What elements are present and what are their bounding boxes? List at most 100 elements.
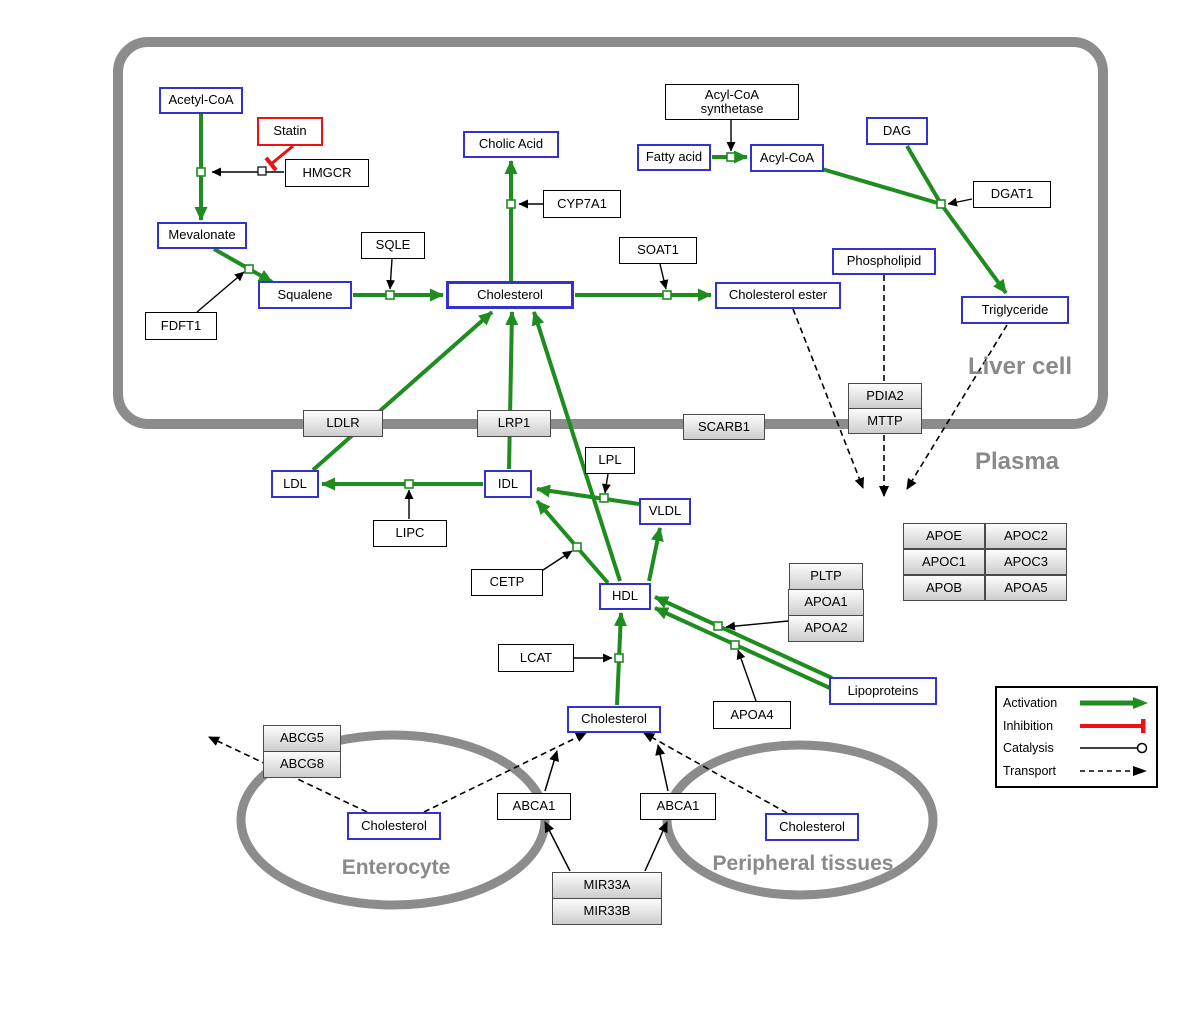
reaction-anchor	[506, 199, 516, 209]
edge-hdl-to-idl	[535, 499, 610, 585]
node-pltp[interactable]: PLTP	[789, 562, 863, 590]
node-soat1[interactable]: SOAT1	[619, 236, 697, 264]
edge-enterocyte-cholesterol-excretion	[208, 736, 368, 813]
node-abca1-enterocyte[interactable]: ABCA1	[497, 792, 571, 820]
edge-dgat1-catalysis	[947, 197, 973, 207]
node-cholic-acid[interactable]: Cholic Acid	[463, 130, 559, 158]
edge-statin-inhibits-hmgcr	[264, 144, 294, 172]
edge-abca1-enterocyte-to-transport	[544, 750, 559, 792]
node-dag[interactable]: DAG	[866, 117, 928, 145]
node-scarb1[interactable]: SCARB1	[683, 414, 765, 440]
node-mir33a[interactable]: MIR33A	[552, 871, 662, 899]
legend-transport-label: Transport	[1003, 763, 1057, 778]
edge-hdl-to-vldl	[647, 527, 664, 582]
legend-row-inhibition: Inhibition	[1003, 716, 1150, 736]
node-cholesterol-peripheral[interactable]: Cholesterol	[765, 813, 859, 841]
legend: Activation Inhibition Catalysis Transpor…	[995, 686, 1158, 788]
legend-row-transport: Transport	[1003, 761, 1150, 781]
node-lipoproteins[interactable]: Lipoproteins	[829, 677, 937, 705]
edge-cetp-catalysis	[539, 550, 573, 573]
edge-triglyceride-secretion	[906, 324, 1008, 490]
legend-activation-label: Activation	[1003, 696, 1058, 711]
reaction-anchor	[614, 653, 624, 663]
node-abcg5[interactable]: ABCG5	[263, 724, 341, 752]
node-hdl[interactable]: HDL	[599, 582, 651, 610]
edge-cholesterol-ester-secretion	[792, 308, 865, 489]
node-statin[interactable]: Statin	[257, 116, 323, 146]
node-apoc1[interactable]: APOC1	[903, 549, 985, 575]
node-cholesterol-ester[interactable]: Cholesterol ester	[715, 281, 841, 309]
legend-inhibition-label: Inhibition	[1003, 718, 1054, 733]
node-sqle[interactable]: SQLE	[361, 231, 425, 259]
edge-fdft1-catalysis	[196, 271, 245, 313]
node-vldl[interactable]: VLDL	[639, 497, 691, 525]
node-apoe[interactable]: APOE	[903, 523, 985, 549]
node-fatty-acid[interactable]: Fatty acid	[637, 143, 711, 171]
node-apoa5[interactable]: APOA5	[985, 575, 1067, 601]
node-hmgcr[interactable]: HMGCR	[285, 159, 369, 187]
node-apoa1[interactable]: APOA1	[788, 588, 864, 616]
edge-lipoproteins-to-hdl-lower	[654, 606, 844, 696]
edge-sqle-catalysis	[386, 258, 396, 290]
edge-hdl-to-liver-cholesterol	[531, 311, 622, 582]
node-idl[interactable]: IDL	[484, 470, 532, 498]
node-lrp1[interactable]: LRP1	[477, 409, 551, 437]
reaction-anchor	[730, 640, 740, 650]
node-lcat[interactable]: LCAT	[498, 644, 574, 672]
edge-mir33-to-abca1-enterocyte	[544, 821, 571, 872]
edge-enterocyte-cholesterol-efflux	[423, 732, 587, 813]
node-squalene[interactable]: Squalene	[258, 281, 352, 309]
node-cholesterol-plasma[interactable]: Cholesterol	[567, 705, 661, 733]
reaction-anchor	[196, 167, 206, 177]
reaction-anchor	[726, 152, 736, 162]
inhibition-anchor	[257, 166, 267, 176]
node-lipc[interactable]: LIPC	[373, 519, 447, 547]
node-ldl[interactable]: LDL	[271, 470, 319, 498]
enterocyte-compartment-outline	[236, 730, 550, 910]
transport-dashed-arrow-icon	[1080, 765, 1147, 776]
node-apob[interactable]: APOB	[903, 575, 985, 601]
node-abca1-peripheral[interactable]: ABCA1	[640, 792, 716, 820]
node-abcg8[interactable]: ABCG8	[263, 750, 341, 778]
edge-dgat1-junction-to-triglyceride	[939, 202, 1008, 295]
edge-ldl-to-liver-cholesterol	[311, 310, 494, 472]
node-mttp[interactable]: MTTP	[848, 408, 922, 434]
node-cetp[interactable]: CETP	[471, 568, 543, 596]
node-acetyl-coa[interactable]: Acetyl-CoA	[159, 86, 243, 114]
node-phospholipid[interactable]: Phospholipid	[832, 247, 936, 275]
liver-compartment-outline	[113, 37, 1108, 429]
node-ldlr[interactable]: LDLR	[303, 409, 383, 437]
node-cholesterol-liver[interactable]: Cholesterol	[446, 281, 574, 309]
catalysis-circle-icon	[1080, 743, 1148, 754]
reaction-anchor	[662, 290, 672, 300]
edge-lipoproteins-to-hdl-upper	[654, 595, 833, 680]
legend-catalysis-label: Catalysis	[1003, 741, 1054, 756]
edge-mir33-to-abca1-peripheral	[644, 821, 668, 872]
node-triglyceride[interactable]: Triglyceride	[961, 296, 1069, 324]
reaction-anchor	[404, 479, 414, 489]
node-cholesterol-enterocyte[interactable]: Cholesterol	[347, 812, 441, 840]
node-acyl-coa[interactable]: Acyl-CoA	[750, 144, 824, 172]
node-apoa2[interactable]: APOA2	[788, 614, 864, 642]
node-dgat1[interactable]: DGAT1	[973, 180, 1051, 208]
node-lpl[interactable]: LPL	[585, 446, 635, 474]
node-acyl-coa-synthetase[interactable]: Acyl-CoA synthetase	[665, 84, 799, 120]
node-apoc3[interactable]: APOC3	[985, 549, 1067, 575]
node-apoa4[interactable]: APOA4	[713, 701, 791, 729]
edge-lpl-catalysis	[601, 473, 611, 494]
node-fdft1[interactable]: FDFT1	[145, 312, 217, 340]
node-apoc2[interactable]: APOC2	[985, 523, 1067, 549]
edge-acyl-coa-to-dgat1-junction	[821, 167, 942, 206]
node-mir33b[interactable]: MIR33B	[552, 897, 662, 925]
edge-apoa4-catalysis	[736, 649, 757, 702]
reaction-anchor	[936, 199, 946, 209]
node-mevalonate[interactable]: Mevalonate	[157, 221, 247, 249]
liver-cell-label: Liver cell	[967, 353, 1073, 380]
node-pdia2[interactable]: PDIA2	[848, 383, 922, 409]
edge-abca1-peripheral-to-transport	[655, 744, 669, 792]
node-cyp7a1[interactable]: CYP7A1	[543, 190, 621, 218]
legend-row-catalysis: Catalysis	[1003, 738, 1150, 758]
